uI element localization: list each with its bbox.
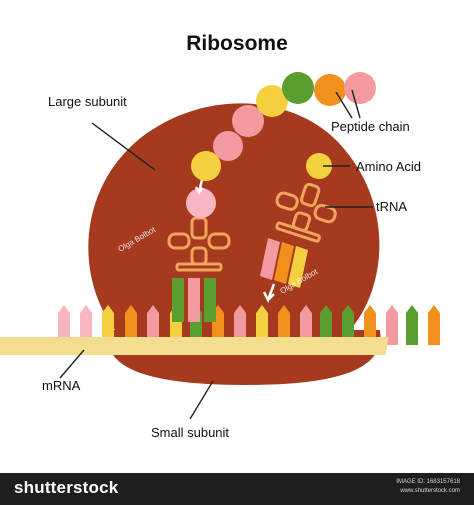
codon [102,305,114,345]
footer-meta: IMAGE ID: 1683157618 www.shutterstock.co… [396,478,460,496]
mrna-strand [0,337,389,355]
codon [256,305,268,345]
arrow-down-icon [262,283,276,304]
left-trna-stem-top [190,216,208,240]
label-trna: tRNA [376,199,407,214]
pointer-small-subunit [189,380,214,420]
left-trna-arm-right [207,232,231,250]
codon [364,305,376,345]
peptide-bead [191,151,221,181]
left-trna-arm-left [167,232,191,250]
arrow-up-icon [194,175,205,196]
codon [342,305,354,345]
right-trna-anticodon-3 [288,246,308,288]
codon [386,305,398,345]
pointer-lines [59,89,373,420]
right-trna-arm-left [275,191,299,211]
right-trna-base [275,221,321,243]
label-peptide-chain: Peptide chain [331,119,410,134]
codon [300,305,312,345]
left-trna-base [175,262,223,272]
diagram-title: Ribosome [186,32,288,55]
label-large-subunit: Large subunit [48,94,127,109]
trna-molecules [167,153,337,322]
peptide-bead [282,72,314,104]
label-small-subunit: Small subunit [151,425,229,440]
peptide-bead [256,85,288,117]
peptide-bead [213,131,243,161]
codon [125,305,137,345]
label-amino-acid: Amino Acid [356,159,421,174]
left-trna [167,216,231,272]
codon [278,305,290,345]
right-trna-stem-top [299,182,321,208]
peptide-bead [344,72,376,104]
image-id: IMAGE ID: 1683157618 [396,479,460,485]
left-trna-anticodon-1 [172,278,184,322]
codon [406,305,418,345]
peptide-chain [191,72,376,181]
codon [58,305,70,345]
pointer-mrna [59,349,85,379]
large-subunit-shape [88,103,380,330]
peptide-bead [232,105,264,137]
peptide-bead [314,74,346,106]
pointer-peptide-chain-1 [335,91,353,119]
shutterstock-logo: shutterstock [14,478,119,497]
left-trna-anticodon-3 [204,278,216,322]
right-trna-anticodon-1 [260,238,280,280]
codon [234,305,246,345]
label-mrna: mRNA [42,378,81,393]
codon [320,305,332,345]
right-trna-amino-acid [306,153,332,179]
codon [147,305,159,345]
site-url: www.shutterstock.com [400,488,460,494]
codon [428,305,440,345]
codon [80,305,92,345]
right-trna-anticodon-2 [274,242,294,284]
left-trna-anticodon-2 [188,278,200,322]
left-trna-amino-acid [186,188,216,218]
pointer-large-subunit [91,122,156,171]
right-trna [275,182,337,243]
pointer-peptide-chain-2 [351,89,361,119]
stock-footer: shutterstock IMAGE ID: 1683157618 www.sh… [0,473,474,505]
